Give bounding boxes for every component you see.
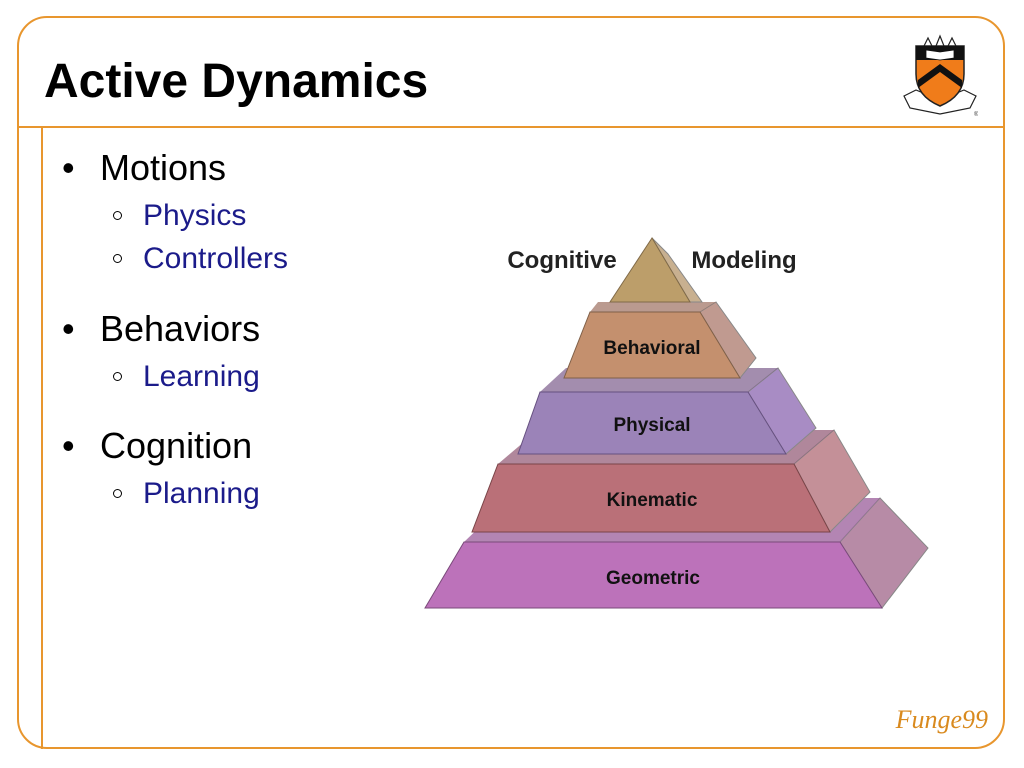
bullet-item-behaviors: • Behaviors (62, 309, 260, 349)
svg-text:®: ® (974, 111, 978, 118)
sub-bullet-label: Planning (143, 477, 260, 510)
bullet-label: Behaviors (100, 308, 261, 349)
bullet-icon: • (62, 147, 75, 188)
apex-front (609, 237, 691, 303)
bullet-item-cognition: • Cognition (62, 426, 252, 466)
pyramid-layer-physical-label: Physical (613, 415, 690, 436)
sub-bullet-label: Physics (143, 199, 247, 232)
sub-bullet-item-planning: Planning (113, 477, 260, 511)
princeton-shield-icon: ® (903, 34, 978, 118)
pyramid-layer-behavioral-label: Behavioral (603, 338, 700, 359)
bullet-item-motions: • Motions (62, 148, 226, 188)
sub-bullet-item-learning: Learning (113, 360, 260, 394)
bullet-icon: • (62, 425, 75, 466)
pyramid-top-right-label: Modeling (691, 247, 796, 274)
sub-bullet-item-controllers: Controllers (113, 242, 288, 276)
title-divider (17, 126, 1005, 128)
bullet-label: Cognition (100, 425, 253, 466)
side-divider (41, 126, 43, 749)
pyramid-top-left-label: Cognitive (507, 247, 616, 274)
behavioral-layer-top (590, 302, 716, 312)
footer-credit: Funge99 (895, 705, 988, 734)
hollow-bullet-icon (113, 253, 122, 263)
behavioral-layer-front (563, 311, 741, 379)
pyramid-layer-kinematic-label: Kinematic (607, 490, 698, 511)
slide-title: Active Dynamics (44, 55, 429, 108)
sub-bullet-label: Learning (143, 360, 260, 393)
hollow-bullet-icon (113, 210, 122, 220)
physical-layer-front (517, 391, 787, 455)
geometric-layer-front (424, 541, 883, 609)
bullet-label: Motions (100, 147, 227, 188)
hollow-bullet-icon (113, 488, 122, 498)
sub-bullet-label: Controllers (143, 242, 289, 275)
sub-bullet-item-physics: Physics (113, 199, 246, 233)
bullet-icon: • (62, 308, 75, 349)
slide-frame (17, 16, 1005, 749)
pyramid-layer-geometric-label: Geometric (606, 568, 700, 589)
pyramid-diagram: Geometric Kinematic Physical Behavioral … (424, 237, 929, 609)
hollow-bullet-icon (113, 371, 122, 381)
kinematic-layer-front (471, 463, 831, 533)
